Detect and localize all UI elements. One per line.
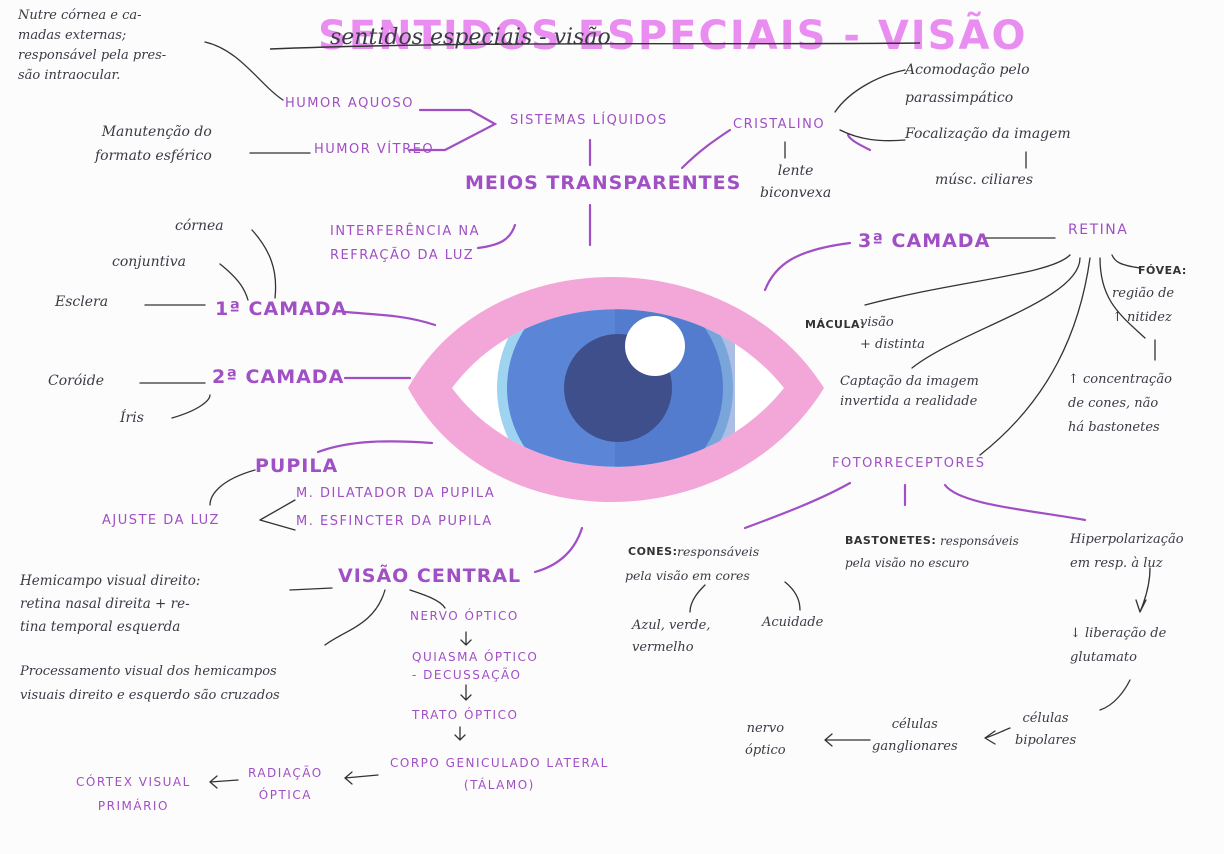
sistemas-liquidos-label: SISTEMAS LÍQUIDOS [510, 113, 668, 128]
nervo-optico-label: NERVO ÓPTICO [410, 609, 519, 623]
celulas-bipolares-note: células bipolares [1015, 711, 1077, 748]
quiasma-optico-label: QUIASMA ÓPTICO - DECUSSAÇÃO [412, 650, 539, 682]
hiperpolarizacao-note: Hiperpolarização em resp. à luz [1070, 532, 1184, 571]
retina-label: RETINA [1068, 222, 1129, 238]
interferencia-note: INTERFERÊNCIA NA REFRAÇÃO DA LUZ [330, 224, 480, 263]
meios-transparentes-label: MEIOS TRANSPARENTES [465, 172, 742, 194]
eye-highlight [625, 316, 685, 376]
coroide-label: Coróide [48, 373, 104, 389]
fotorreceptores-label: FOTORRECEPTORES [832, 456, 986, 471]
dilatador-label: M. DILATADOR DA PUPILA [296, 486, 496, 501]
corpo-geniculado-label: CORPO GENICULADO LATERAL (TÁLAMO) [390, 756, 609, 792]
ajuste-luz-label: AJUSTE DA LUZ [102, 513, 220, 528]
bastonetes-note: responsáveis pela visão no escuro [845, 534, 1019, 570]
trato-optico-label: TRATO ÓPTICO [412, 708, 519, 722]
focalizacao-note: Focalização da imagem [905, 126, 1071, 142]
captacao-note: Captação da imagem invertida a realidade [840, 374, 979, 409]
iris-label: Íris [120, 410, 144, 426]
processamento-note: Processamento visual dos hemicampos visu… [20, 664, 280, 703]
conjuntiva-label: conjuntiva [112, 254, 187, 270]
humor-aquoso-label: HUMOR AQUOSO [285, 96, 415, 111]
fovea-label: FÓVEA: [1138, 264, 1187, 277]
macula-note: visão + distinta [860, 315, 925, 352]
radiacao-optica-label: RADIAÇÃO ÓPTICA [248, 766, 323, 802]
lente-biconvexa-note: lente biconvexa [760, 163, 832, 201]
cones-note: responsáveis pela visão em cores [625, 544, 760, 583]
camada3-label: 3ª CAMADA [858, 230, 991, 252]
acuidade-note: Acuidade [762, 615, 824, 630]
cortex-visual-label: CÓRTEX VISUAL PRIMÁRIO [76, 775, 191, 813]
camada2-label: 2ª CAMADA [212, 366, 345, 388]
humor-vitreo-note: Manutenção do formato esférico [95, 124, 212, 164]
page-title: SENTIDOS ESPECIAIS - VISÃO [318, 13, 1028, 59]
cones-label: CONES: [628, 545, 678, 558]
cores-note: Azul, verde, vermelho [632, 618, 711, 655]
macula-label: MÁCULA: [805, 318, 866, 331]
camada1-label: 1ª CAMADA [215, 298, 348, 320]
esclera-label: Esclera [55, 294, 109, 310]
pupila-label: PUPILA [255, 455, 339, 477]
concentracao-note: ↑ concentração de cones, não há bastonet… [1068, 372, 1172, 435]
visao-central-label: VISÃO CENTRAL [338, 565, 522, 587]
humor-aquoso-note: Nutre córnea e ca- madas externas; respo… [18, 8, 167, 83]
bastonetes-label: BASTONETES: [845, 534, 937, 547]
esfincter-label: M. ESFINCTER DA PUPILA [296, 514, 493, 529]
cornea-label: córnea [175, 218, 224, 234]
fovea-note: região de ↑ nitidez [1112, 286, 1175, 325]
musc-ciliares-note: músc. ciliares [935, 172, 1033, 188]
celulas-ganglionares-note: células ganglionares [872, 717, 958, 754]
hemicampo-note: Hemicampo visual direito: retina nasal d… [20, 573, 201, 635]
acomodacao-note: Acomodação pelo parassimpático [905, 62, 1030, 106]
title-strike-line [270, 42, 920, 50]
nervo-optico-note: nervo óptico [745, 721, 786, 758]
liberacao-note: ↓ liberação de glutamato [1070, 626, 1167, 665]
humor-vitreo-label: HUMOR VÍTREO [314, 142, 435, 157]
eye-illustration [408, 277, 824, 502]
cristalino-label: CRISTALINO [733, 117, 826, 132]
